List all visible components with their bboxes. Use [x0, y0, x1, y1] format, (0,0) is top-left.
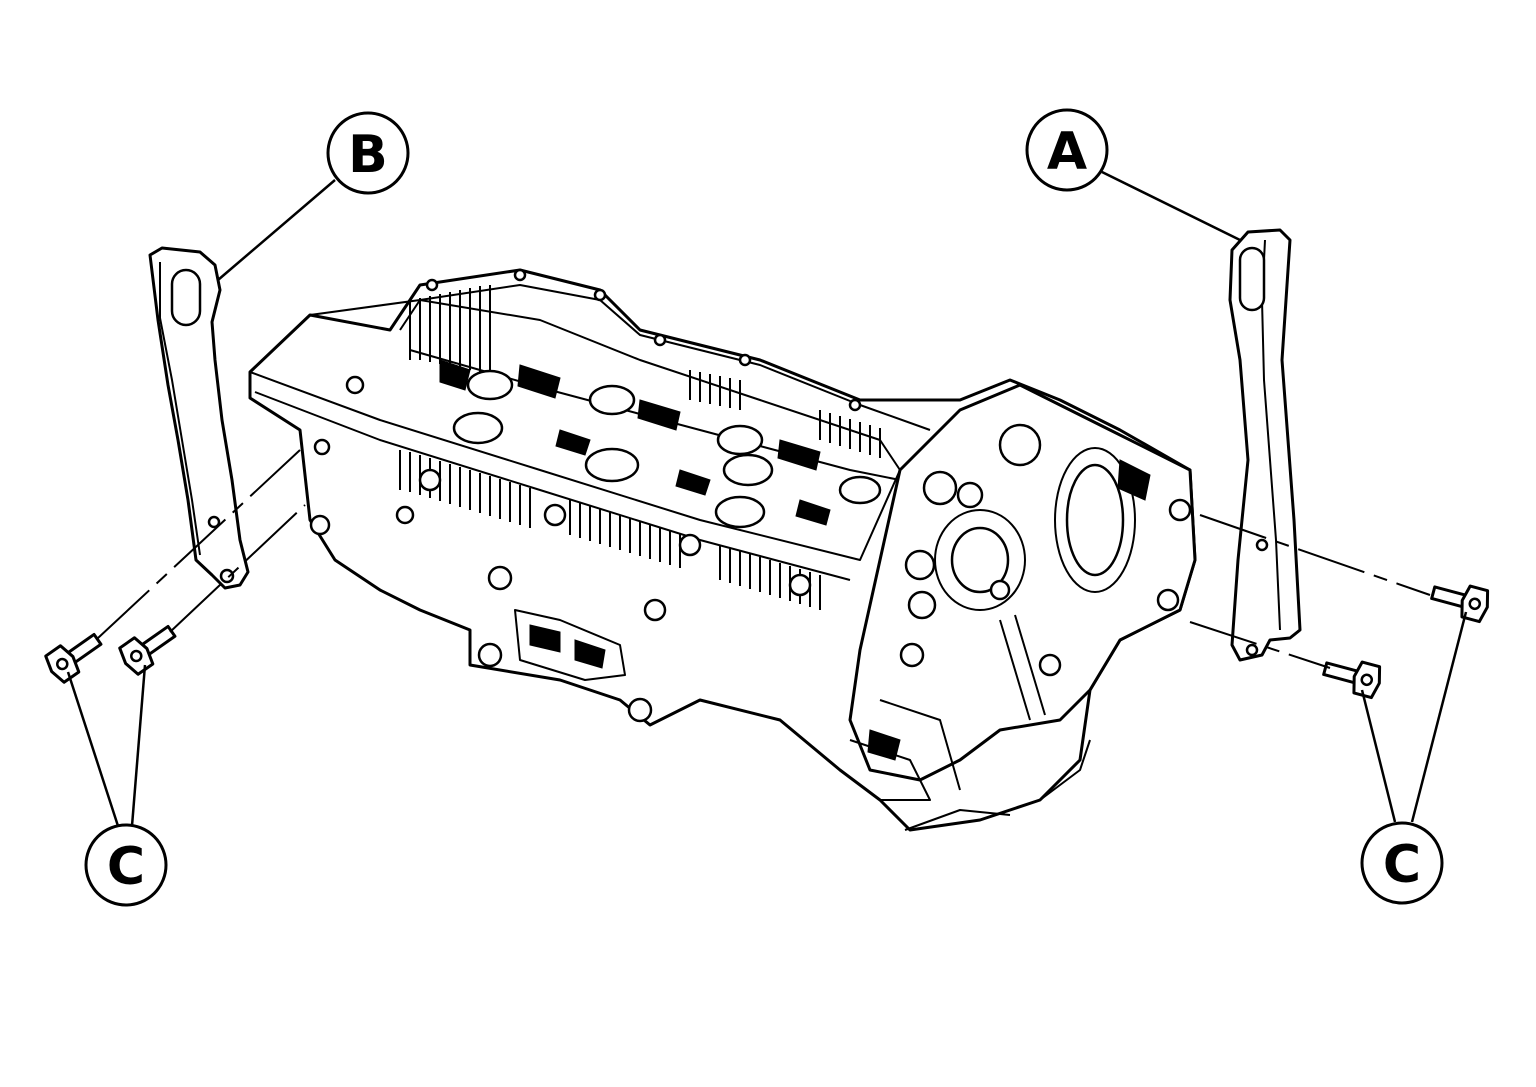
bolt-right-2 — [1322, 660, 1382, 700]
bolt-right-1 — [1430, 584, 1490, 624]
deck-bosses — [309, 268, 862, 597]
alignment-lines — [97, 449, 1431, 669]
leader-lines — [66, 170, 1468, 827]
callout-b-label: B — [348, 125, 388, 185]
callout-c-left: C — [84, 823, 168, 907]
callout-a: A — [1025, 108, 1109, 192]
timing-end — [848, 383, 1197, 831]
valve-ports — [439, 359, 882, 529]
cylinder-head — [248, 268, 1197, 832]
callout-c-right: C — [1360, 821, 1444, 905]
bolt-left-2 — [118, 624, 177, 676]
bracket-right — [1228, 228, 1302, 662]
bolt-left-1 — [44, 632, 103, 684]
callout-c-left-label: C — [107, 837, 145, 897]
callout-c-right-label: C — [1383, 835, 1421, 895]
bracket-left — [148, 246, 250, 590]
callout-a-label: A — [1047, 122, 1087, 182]
callout-b: B — [326, 111, 410, 195]
